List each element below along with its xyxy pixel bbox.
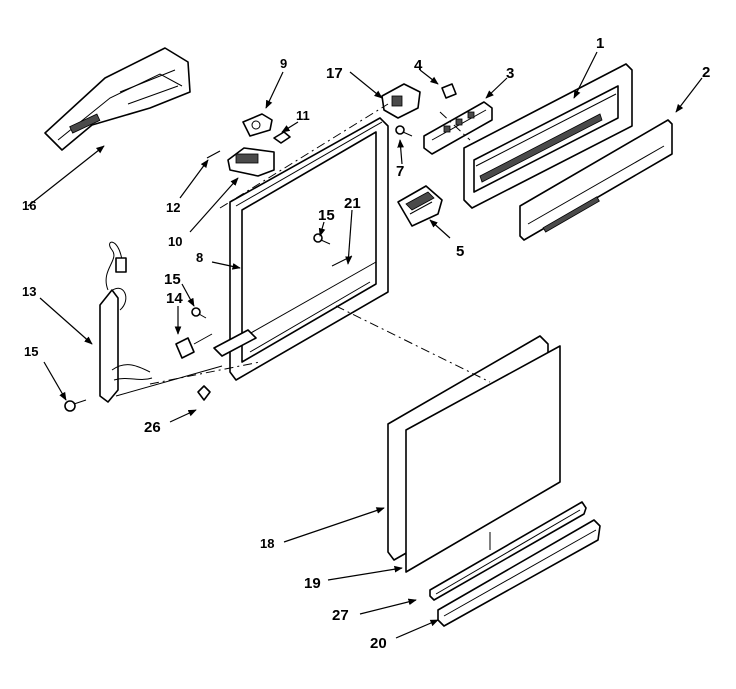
part-9-switch: [242, 113, 273, 137]
part-17-mount-clip: [381, 83, 421, 119]
callout-5: 5: [456, 243, 464, 260]
part-16-bracket-housing: [44, 47, 191, 151]
part-1-console-panel: [463, 63, 633, 209]
callout-9: 9: [280, 56, 287, 71]
part-11-clip: [273, 131, 291, 144]
callout-19: 19: [304, 575, 321, 592]
callout-12: 12: [166, 200, 180, 215]
callout-11: 11: [296, 108, 310, 123]
callout-18: 18: [260, 536, 274, 551]
callout-1: 1: [596, 35, 604, 52]
callout-17: 17: [326, 65, 343, 82]
callout-26: 26: [144, 419, 161, 436]
callout-27: 27: [332, 607, 349, 624]
callout-10: 10: [168, 234, 182, 249]
callout-14: 14: [166, 290, 183, 307]
part-27-bottom-strip: [429, 501, 587, 601]
part-4-cap: [441, 83, 457, 99]
part-15-screw-b: [64, 399, 87, 412]
part-18-door-panel: [387, 335, 561, 573]
part-10-actuator: [227, 147, 275, 177]
part-5-keypad: [397, 185, 443, 227]
callout-4: 4: [414, 57, 423, 74]
callout-20: 20: [370, 635, 387, 652]
part-26-clip: [197, 385, 211, 401]
callout-3: 3: [506, 65, 514, 82]
part-8-inner-door-frame: [213, 117, 389, 381]
callout-2: 2: [702, 64, 710, 81]
part-15-screw-a: [191, 307, 207, 319]
part-12-pin: [206, 150, 221, 159]
callout-13: 13: [22, 284, 36, 299]
callout-15-b: 15: [24, 344, 38, 359]
part-14-switch: [175, 333, 213, 359]
callout-21: 21: [344, 195, 361, 212]
part-2-trim-strip: [519, 119, 673, 241]
callout-15-a: 15: [164, 271, 181, 288]
leader-lines: [27, 51, 703, 639]
part-3-control-board: [423, 101, 493, 155]
callout-8: 8: [196, 250, 203, 265]
callout-7: 7: [396, 163, 404, 180]
callout-15-c: 15: [318, 207, 335, 224]
part-13-wire-harness: [99, 241, 223, 403]
part-7-screw: [395, 125, 413, 137]
callout-16: 16: [22, 198, 36, 213]
